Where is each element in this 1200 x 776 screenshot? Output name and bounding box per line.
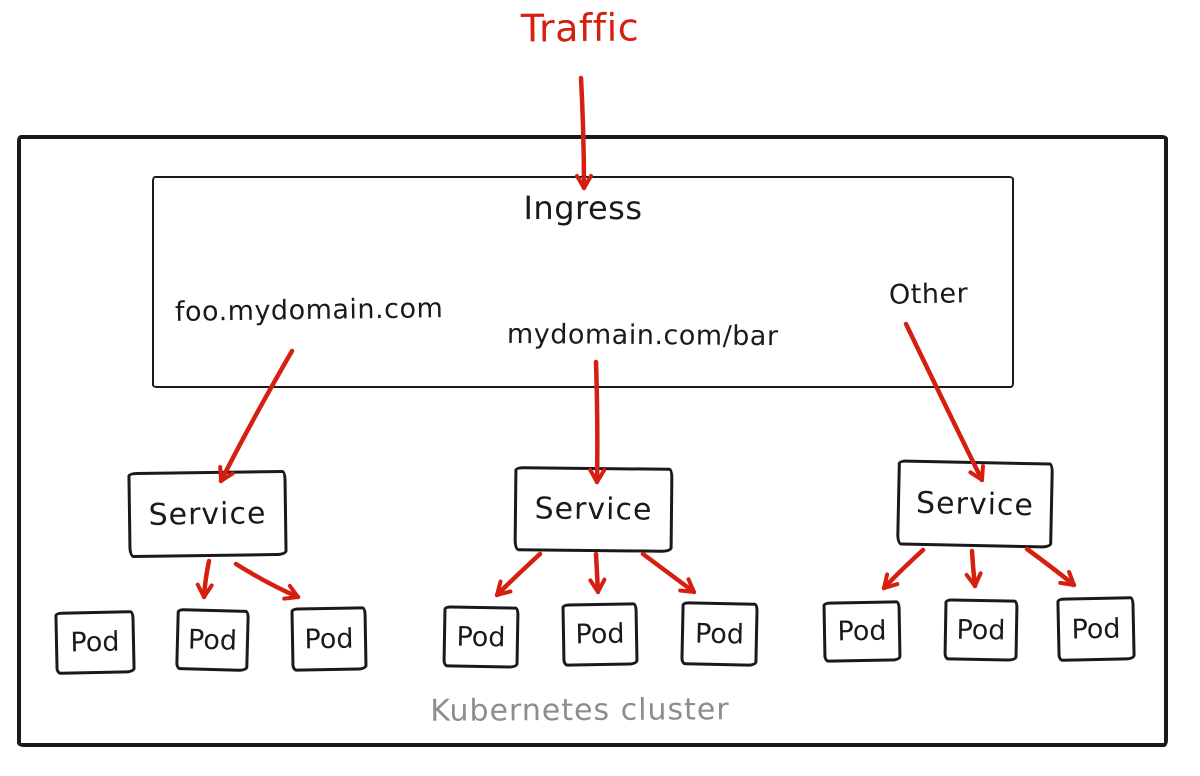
ingress-title: Ingress <box>523 189 643 227</box>
pod-box-2-3: Pod <box>680 601 759 667</box>
ingress-rule-foo-mydomain: foo.mydomain.com <box>174 293 444 328</box>
service-label: Service <box>148 495 267 533</box>
pod-box-1-3: Pod <box>290 606 368 672</box>
service-box-2: Service <box>513 466 674 553</box>
ingress-rule-mydomain-bar: mydomain.com/bar <box>506 318 779 353</box>
pod-box-2-2: Pod <box>561 602 639 667</box>
pod-label: Pod <box>187 623 238 657</box>
pod-box-1-1: Pod <box>54 610 136 675</box>
kubernetes-cluster-label: Kubernetes cluster <box>430 692 730 729</box>
pod-box-3-3: Pod <box>1056 596 1136 662</box>
pod-label: Pod <box>694 617 745 651</box>
pod-label: Pod <box>575 618 625 651</box>
pod-label: Pod <box>837 615 887 648</box>
pod-box-2-1: Pod <box>442 605 520 669</box>
pod-label: Pod <box>70 626 120 659</box>
pod-label: Pod <box>1071 612 1121 646</box>
pod-box-1-2: Pod <box>175 608 250 672</box>
kubernetes-cluster-box <box>17 135 1168 747</box>
pod-label: Pod <box>956 614 1006 646</box>
service-label: Service <box>534 491 653 528</box>
traffic-label: Traffic <box>520 5 640 51</box>
service-box-3: Service <box>896 459 1054 549</box>
service-box-1: Service <box>127 469 288 559</box>
pod-label: Pod <box>456 621 506 653</box>
pod-label: Pod <box>304 623 354 655</box>
ingress-rule-other: Other <box>888 278 969 311</box>
pod-box-3-1: Pod <box>822 600 902 663</box>
pod-box-3-2: Pod <box>943 598 1019 662</box>
service-label: Service <box>915 485 1035 523</box>
